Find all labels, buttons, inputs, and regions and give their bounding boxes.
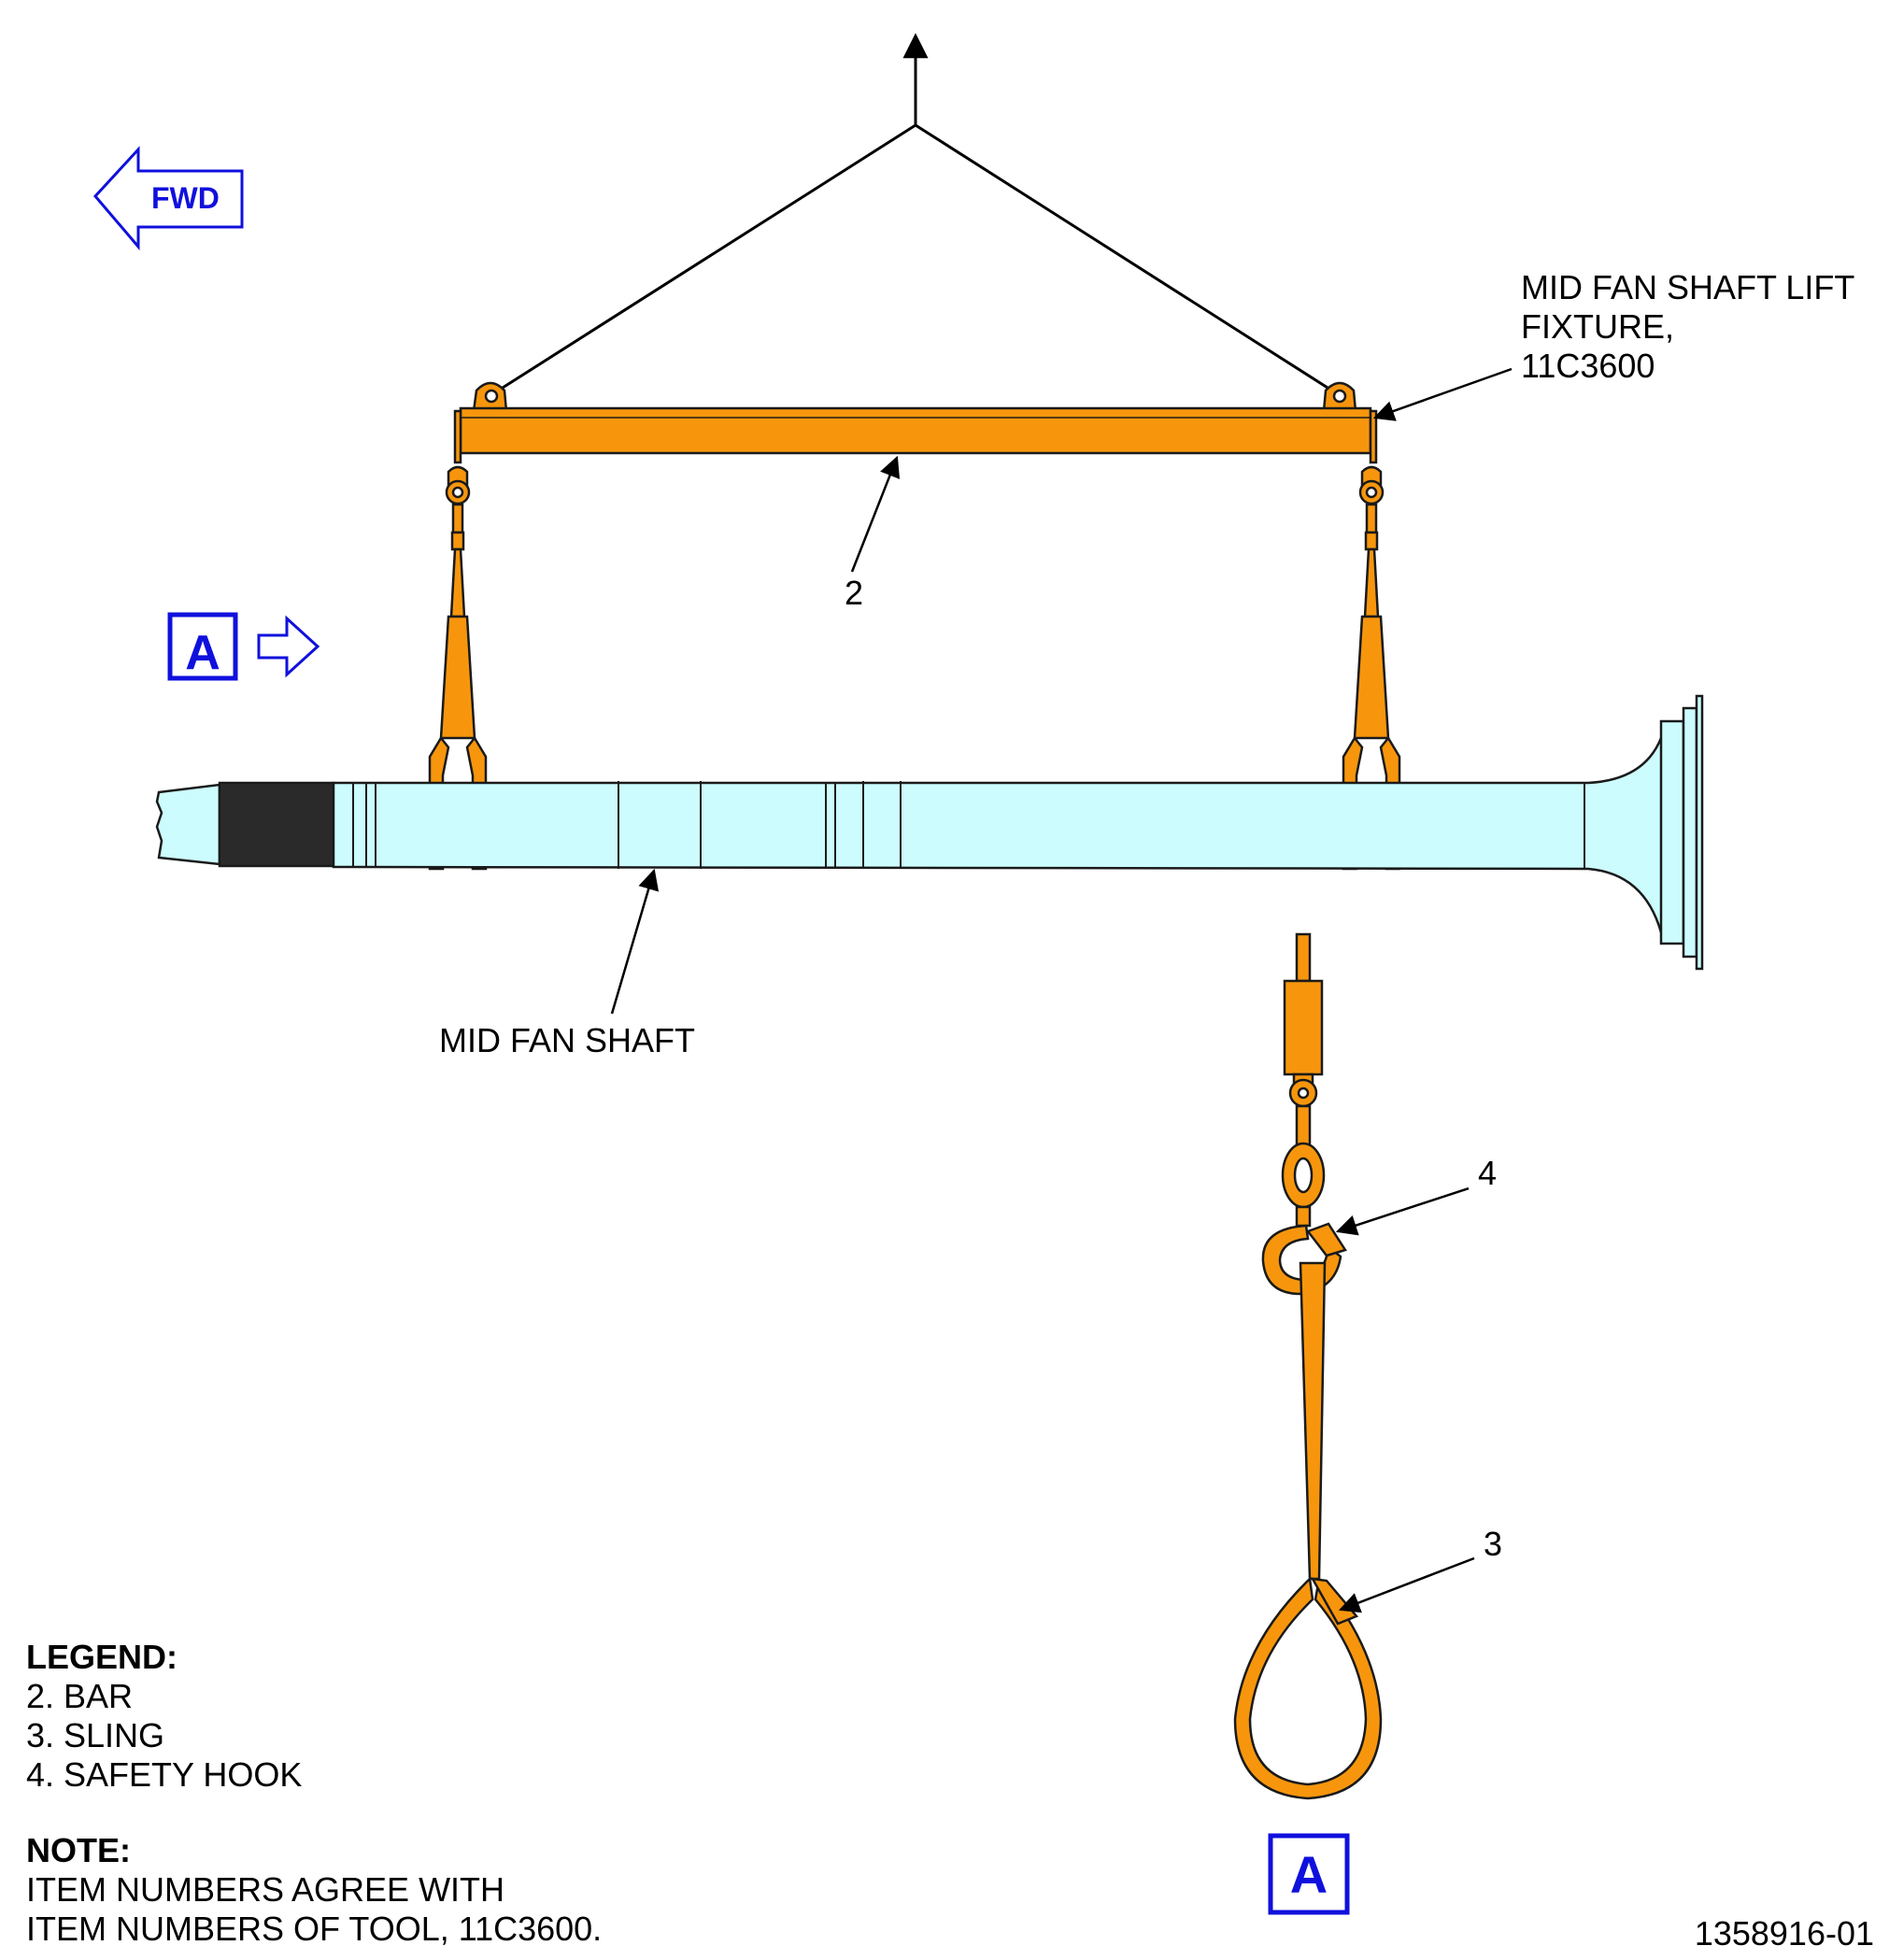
fixture-label-line1: MID FAN SHAFT LIFT — [1521, 268, 1854, 306]
item-2-callout: 2 — [845, 574, 863, 612]
lift-bar — [453, 381, 1378, 464]
view-a-letter: A — [185, 626, 220, 680]
lift-cables — [491, 33, 1339, 396]
leader-hook — [1335, 1186, 1470, 1236]
sling-strap — [1299, 1261, 1327, 1581]
view-a-detail-reference: A — [1268, 1833, 1350, 1915]
mid-fan-shaft — [155, 694, 1704, 971]
item-4-callout: 4 — [1478, 1154, 1497, 1192]
legend-item: 4. SAFETY HOOK — [26, 1755, 302, 1794]
item-3-callout: 3 — [1484, 1525, 1502, 1563]
note-line: ITEM NUMBERS OF TOOL, 11C3600. — [26, 1910, 602, 1948]
leader-lines — [610, 367, 1513, 1613]
legend-item: 3. SLING — [26, 1716, 164, 1754]
view-arrow-icon — [257, 615, 320, 678]
leader-shaft — [610, 868, 660, 1015]
leader-sling — [1338, 1556, 1475, 1613]
legend-item: 2. BAR — [26, 1677, 133, 1715]
view-a-reference: A — [167, 612, 320, 681]
sling-loop — [1233, 1576, 1383, 1800]
fwd-label: FWD — [151, 181, 220, 215]
figure-id: 1358916-01 — [1695, 1914, 1874, 1953]
leader-fixture — [1372, 367, 1513, 421]
fixture-label-line3: 11C3600 — [1521, 347, 1655, 385]
legend-heading: LEGEND: — [26, 1638, 178, 1676]
spline-section — [218, 781, 335, 868]
fixture-label-line2: FIXTURE, — [1521, 307, 1674, 346]
detail-a-hook-assembly — [1233, 932, 1383, 1800]
note: NOTE: ITEM NUMBERS AGREE WITH ITEM NUMBE… — [26, 1831, 602, 1948]
leader-bar — [850, 455, 901, 573]
shaft-label: MID FAN SHAFT — [439, 1021, 695, 1059]
note-heading: NOTE: — [26, 1831, 131, 1869]
fwd-arrow-icon: FWD — [92, 146, 244, 251]
legend: LEGEND: 2. BAR 3. SLING 4. SAFETY HOOK — [26, 1638, 302, 1794]
view-a-detail-letter: A — [1290, 1845, 1328, 1904]
note-line: ITEM NUMBERS AGREE WITH — [26, 1870, 504, 1909]
